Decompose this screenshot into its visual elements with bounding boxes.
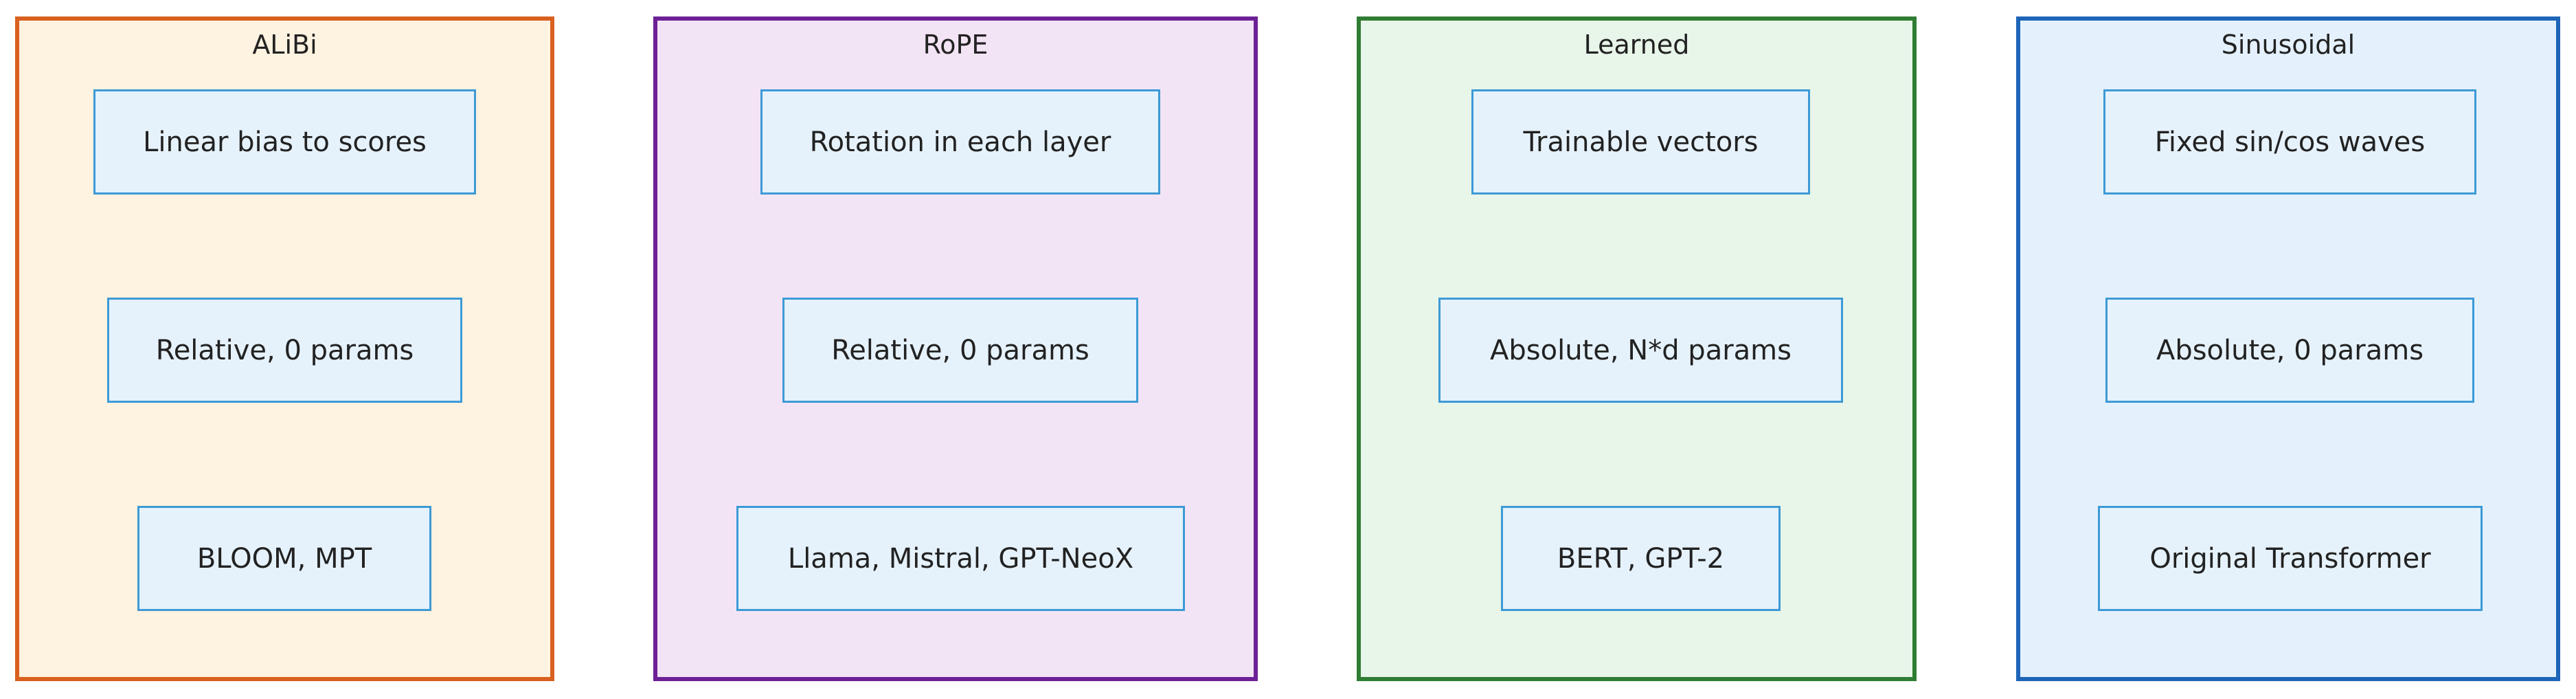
node-learned-mechanism: Trainable vectors xyxy=(1471,89,1810,195)
node-alibi-type: Relative, 0 params xyxy=(107,298,462,403)
node-learned-type: Absolute, N*d params xyxy=(1438,298,1843,403)
node-sinusoidal-type: Absolute, 0 params xyxy=(2105,298,2474,403)
group-title-learned: Learned xyxy=(1583,30,1690,60)
group-title-alibi: ALiBi xyxy=(252,30,317,60)
node-sinusoidal-mechanism: Fixed sin/cos waves xyxy=(2103,89,2476,195)
group-learned: Learned Trainable vectors Absolute, N*d … xyxy=(1357,16,1917,681)
group-rope: RoPE Rotation in each layer Relative, 0 … xyxy=(653,16,1258,681)
node-rope-mechanism: Rotation in each layer xyxy=(760,89,1160,195)
node-alibi-models: BLOOM, MPT xyxy=(137,506,431,611)
node-alibi-mechanism: Linear bias to scores xyxy=(93,89,476,195)
group-title-sinusoidal: Sinusoidal xyxy=(2221,30,2355,60)
group-alibi: ALiBi Linear bias to scores Relative, 0 … xyxy=(15,16,554,681)
group-title-rope: RoPE xyxy=(923,30,988,60)
node-rope-type: Relative, 0 params xyxy=(782,298,1138,403)
node-rope-models: Llama, Mistral, GPT-NeoX xyxy=(736,506,1185,611)
node-sinusoidal-models: Original Transformer xyxy=(2098,506,2483,611)
node-learned-models: BERT, GPT-2 xyxy=(1501,506,1781,611)
group-sinusoidal: Sinusoidal Fixed sin/cos waves Absolute,… xyxy=(2016,16,2560,681)
